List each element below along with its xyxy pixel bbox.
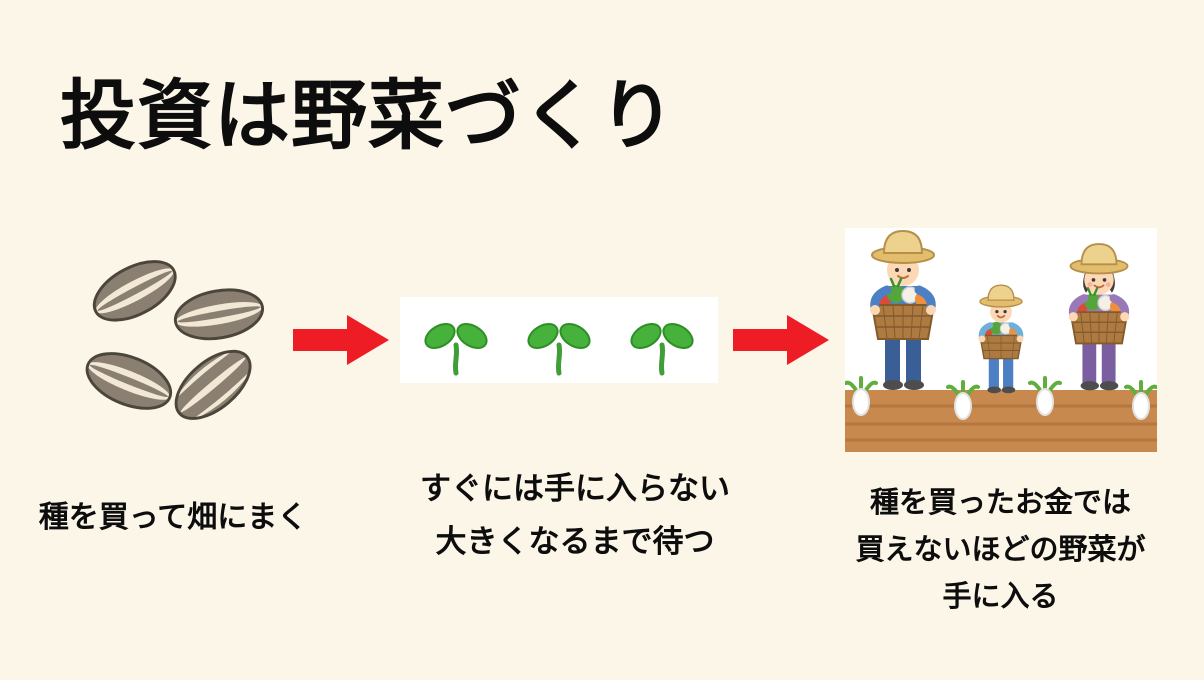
arrow-right-shape bbox=[733, 315, 829, 365]
caption-step-1: 種を買って畑にまく bbox=[8, 492, 338, 536]
slide-title: 投資は野菜づくり bbox=[60, 74, 676, 159]
caption-line: 大きくなるまで待つ bbox=[435, 524, 715, 560]
caption-line: 手に入る bbox=[942, 580, 1059, 613]
caption-line: 種を買って畑にまく bbox=[38, 501, 308, 534]
farmers-icon bbox=[844, 228, 1158, 452]
caption-step-3: 種を買ったお金では 買えないほどの野菜が 手に入る bbox=[828, 480, 1173, 621]
caption-line: 買えないほどの野菜が bbox=[855, 533, 1146, 566]
arrow-right-icon-2 bbox=[733, 312, 831, 368]
caption-line: すぐには手に入らない bbox=[420, 471, 730, 506]
farmers-illustration bbox=[844, 228, 1158, 452]
seedlings-illustration bbox=[400, 297, 718, 383]
sunflower-seeds-illustration bbox=[72, 236, 268, 426]
seedlings-icon bbox=[400, 297, 718, 383]
arrow-right-icon-1 bbox=[293, 312, 391, 368]
arrow-right-shape bbox=[293, 315, 389, 365]
caption-step-2: すぐには手に入らない 大きくなるまで待つ bbox=[400, 462, 750, 569]
sunflower-seeds-icon bbox=[85, 260, 265, 423]
caption-line: 種を買ったお金では bbox=[869, 487, 1131, 519]
